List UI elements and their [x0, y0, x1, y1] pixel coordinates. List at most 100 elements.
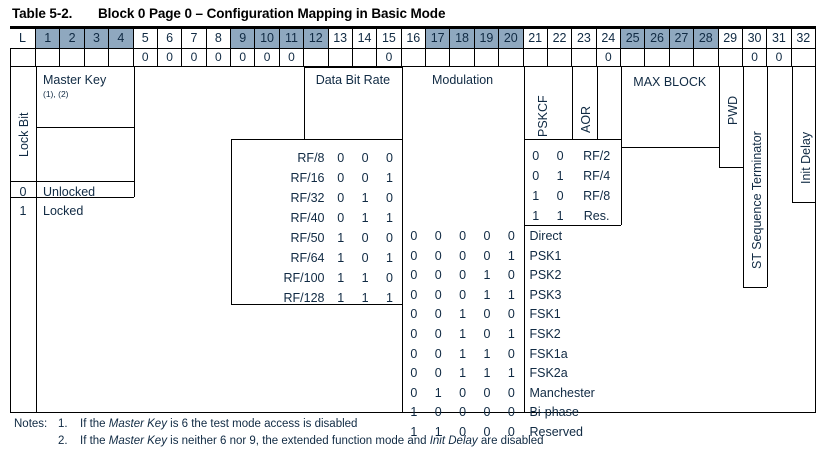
fixed-bit-cell-21 [524, 49, 548, 66]
fixed-bit-cell-22 [548, 49, 573, 66]
note-number: 1. [58, 418, 68, 430]
pskcf-frequency: RF/8 [583, 189, 611, 203]
modulation-bit: 0 [483, 249, 491, 263]
data-bit-rate-bit: 0 [385, 231, 393, 245]
aor-left-edge [572, 67, 574, 139]
modulation-box-left [401, 67, 403, 413]
lock-bit-table-topline [10, 181, 134, 183]
fixed-bit-cell-16 [402, 49, 426, 66]
column-header-22: 22 [547, 29, 573, 48]
data-bit-rate-bit: 1 [361, 211, 369, 225]
field-label-modulation: Modulation [431, 73, 494, 87]
modulation-name: FSK2a [529, 366, 568, 380]
pskcf-bit: 1 [556, 209, 564, 223]
pwd-bottom [718, 167, 743, 169]
fixed-bit-cell-29 [719, 49, 743, 66]
table-caption: Block 0 Page 0 – Configuration Mapping i… [98, 6, 446, 21]
data-bit-rate-bit: 0 [337, 211, 345, 225]
pskcf-box-left [523, 67, 525, 225]
column-header-5: 5 [133, 29, 158, 48]
data-bit-rate-bit: 0 [361, 151, 369, 165]
lock-bit-state: Locked [43, 204, 84, 218]
note-text: If the Master Key is 6 the test mode acc… [80, 418, 358, 430]
modulation-bit: 1 [507, 366, 515, 380]
data-bit-rate-bit: 0 [337, 151, 345, 165]
modulation-bit: 1 [459, 307, 467, 321]
fixed-bit-cell-9: 0 [231, 49, 256, 66]
column-header-14: 14 [352, 29, 378, 48]
column-header-10: 10 [255, 29, 280, 48]
modulation-bit: 1 [459, 366, 467, 380]
modulation-bit: 0 [434, 347, 442, 361]
st-seq-left [742, 67, 745, 287]
master-key-right-edge [133, 67, 135, 197]
pskcf-bit: 0 [556, 189, 564, 203]
modulation-bit: 0 [507, 386, 515, 400]
modulation-bit: 0 [483, 425, 491, 439]
column-header-20: 20 [499, 29, 524, 48]
fixed-bit-cell-15: 0 [377, 49, 402, 66]
column-header-30: 30 [742, 29, 768, 48]
field-label-st-sequence-terminator: ST Sequence Terminator [749, 131, 764, 269]
modulation-bit: 0 [507, 307, 515, 321]
column-header-26: 26 [645, 29, 670, 48]
column-header-7: 7 [182, 29, 207, 48]
modulation-bit: 1 [434, 425, 442, 439]
pskcf-frequency: RF/2 [583, 149, 611, 163]
modulation-bit: 0 [410, 268, 418, 282]
data-bit-rate-bit: 0 [337, 171, 345, 185]
modulation-bit: 0 [507, 405, 515, 419]
data-bit-rate-bit: 1 [385, 291, 393, 305]
modulation-bit: 1 [434, 386, 442, 400]
notes-label: Notes: [14, 418, 48, 430]
modulation-bit: 0 [434, 249, 442, 263]
modulation-bit: 0 [507, 229, 515, 243]
column-header-27: 27 [669, 29, 695, 48]
modulation-name: Reserved [529, 425, 584, 439]
pskcf-table-top [523, 139, 621, 141]
modulation-name: PSK1 [529, 249, 562, 263]
modulation-bit: 0 [483, 229, 491, 243]
noop2 [304, 67, 402, 69]
column-header-24: 24 [596, 29, 621, 48]
data-bit-rate-name: RF/40 [290, 211, 325, 225]
data-bit-rate-box-top [231, 139, 402, 141]
pskcf-bit: 1 [556, 169, 564, 183]
fixed-bit-cell-11: 0 [280, 49, 305, 66]
data-bit-rate-bit: 0 [361, 251, 369, 265]
modulation-bit: 0 [459, 268, 467, 282]
field-label-pwd: PWD [725, 95, 740, 125]
data-bit-rate-bit: 1 [385, 171, 393, 185]
fixed-bit-cell-4 [109, 49, 134, 66]
fixed-bit-cell-12 [304, 49, 329, 66]
modulation-bit: 0 [434, 307, 442, 321]
max-block-bottom [621, 147, 719, 149]
modulation-bit: 0 [459, 288, 467, 302]
pskcf-table-bottom [523, 225, 621, 227]
lock-bit-state: Unlocked [43, 185, 96, 199]
field-label-max-block: MAX BLOCK [633, 75, 707, 89]
fixed-bit-cell-32 [792, 49, 816, 66]
pskcf-bit: 1 [532, 189, 540, 203]
data-bit-rate-box-left [231, 139, 233, 304]
column-header-2: 2 [60, 29, 85, 48]
data-bit-rate-bit: 0 [385, 191, 393, 205]
modulation-bit: 1 [507, 288, 515, 302]
modulation-bit: 1 [459, 347, 467, 361]
column-header-32: 32 [791, 29, 816, 48]
modulation-bit: 0 [483, 405, 491, 419]
pskcf-bit: 0 [556, 149, 564, 163]
data-bit-rate-name: RF/8 [297, 151, 325, 165]
column-header-12: 12 [304, 29, 329, 48]
modulation-name: FSK1a [529, 347, 568, 361]
modulation-bit: 0 [507, 347, 515, 361]
st-seq-bottom [742, 287, 768, 289]
modulation-name: Bi-phase [529, 405, 579, 419]
data-bit-rate-bit: 0 [385, 271, 393, 285]
fixed-bit-cell-20 [499, 49, 524, 66]
column-header-21: 21 [523, 29, 548, 48]
fixed-bit-cell-10: 0 [255, 49, 280, 66]
modulation-bit: 0 [507, 268, 515, 282]
column-header-11: 11 [279, 29, 305, 48]
